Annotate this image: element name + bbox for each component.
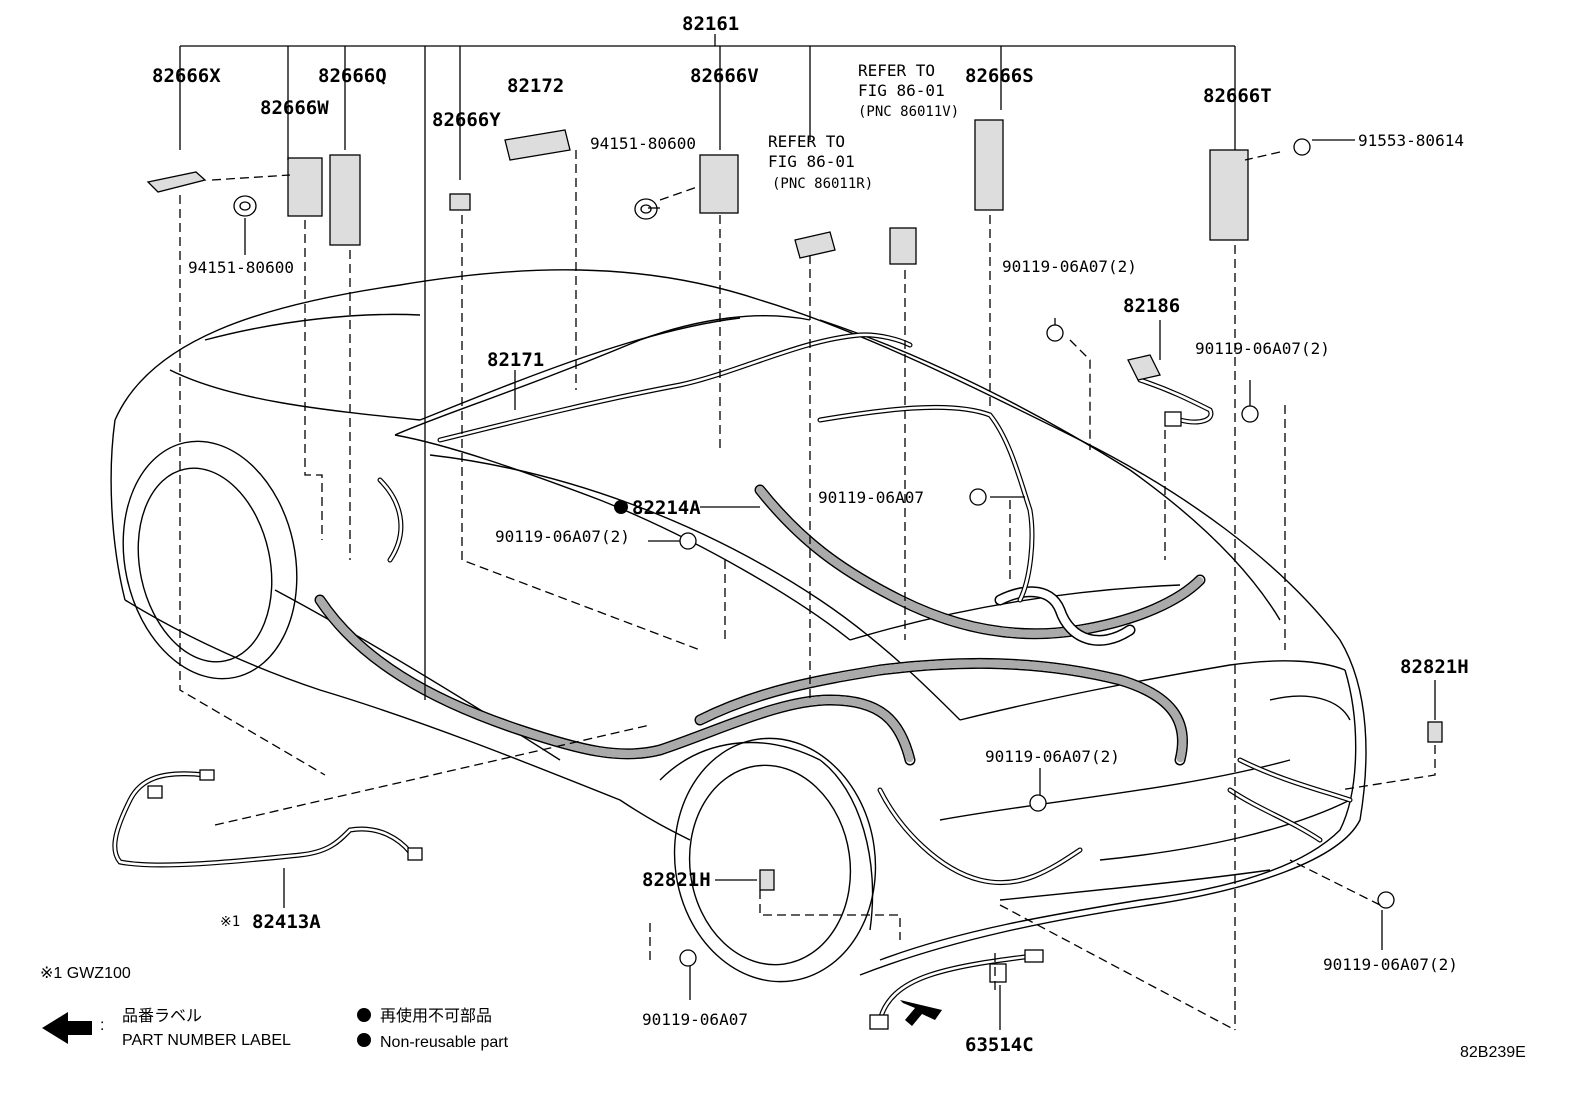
label-82666x: 82666X — [152, 65, 221, 87]
label-82666t: 82666T — [1203, 85, 1272, 107]
refer-1-line3: (PNC 86011V) — [858, 104, 959, 120]
legend: ※1 GWZ100 : 品番ラベル PART NUMBER LABEL 再使用不… — [40, 965, 1526, 1061]
label-94151-mid: 94151-80600 — [590, 134, 696, 153]
label-bolt-b: 90119-06A07(2) — [1195, 339, 1330, 358]
thin-wires — [377, 332, 1353, 886]
refer-2-line3: (PNC 86011R) — [772, 176, 873, 192]
refer-2-line1: REFER TO — [768, 132, 845, 151]
label-bolt-d: 90119-06A07(2) — [495, 527, 630, 546]
label-82186: 82186 — [1123, 295, 1180, 317]
label-63514c: 63514C — [965, 1034, 1034, 1056]
label-94151-left: 94151-80600 — [188, 258, 294, 277]
legend-colon: : — [100, 1017, 104, 1034]
refer-1-line2: FIG 86-01 — [858, 81, 945, 100]
label-bolt-f: 90119-06A07(2) — [1323, 955, 1458, 974]
label-82214a: 82214A — [632, 497, 701, 519]
nonreusable-bullet-icon — [357, 1008, 371, 1022]
cord-drawing — [869, 949, 1044, 1030]
label-82666s: 82666S — [965, 65, 1034, 87]
part-icons — [146, 119, 1443, 1026]
refer-2-line2: FIG 86-01 — [768, 152, 855, 171]
legend-nonreuse-en: Non-reusable part — [380, 1034, 509, 1051]
antenna-wire-drawing — [112, 769, 423, 868]
nonreusable-bullet-icon — [357, 1033, 371, 1047]
legend-nonreuse-jp: 再使用不可部品 — [380, 1007, 492, 1025]
label-82666y: 82666Y — [432, 109, 501, 131]
label-bolt-e: 90119-06A07(2) — [985, 747, 1120, 766]
legend-label-jp: 品番ラベル — [122, 1007, 202, 1025]
label-82666q: 82666Q — [318, 65, 387, 87]
part-number-label-arrow-icon — [42, 1012, 92, 1044]
label-82413a: 82413A — [252, 911, 321, 933]
car-body-outline — [110, 269, 1367, 983]
label-91553: 91553-80614 — [1358, 131, 1464, 150]
label-82171: 82171 — [487, 349, 544, 371]
leader-lines — [179, 34, 1436, 1031]
footnote-gwz100: ※1 GWZ100 — [40, 965, 131, 982]
label-bolt-g: 90119-06A07 — [642, 1010, 748, 1029]
label-82172: 82172 — [507, 75, 564, 97]
refer-note-86011v: REFER TO FIG 86-01 (PNC 86011V) — [858, 61, 959, 120]
diagram-code: 82B239E — [1460, 1044, 1526, 1061]
label-82821h-lower: 82821H — [642, 869, 711, 891]
label-82666v: 82666V — [690, 65, 759, 87]
refer-1-line1: REFER TO — [858, 61, 935, 80]
legend-label-en: PART NUMBER LABEL — [122, 1032, 291, 1049]
label-bolt-c: 90119-06A07 — [818, 488, 924, 507]
wiring-harness-diagram: 82161 82666X 82666W 82666Q 82666Y 82172 … — [40, 13, 1526, 1061]
label-82821h-right: 82821H — [1400, 656, 1469, 678]
refer-note-86011r: REFER TO FIG 86-01 (PNC 86011R) — [768, 132, 873, 192]
label-82161: 82161 — [682, 13, 739, 35]
label-82666w: 82666W — [260, 97, 329, 119]
label-82413a-mark: ※1 — [220, 914, 240, 930]
main-harness — [314, 484, 1206, 766]
part-number-labels: 82161 82666X 82666W 82666Q 82666Y 82172 … — [152, 13, 1469, 1056]
label-bolt-a: 90119-06A07(2) — [1002, 257, 1137, 276]
